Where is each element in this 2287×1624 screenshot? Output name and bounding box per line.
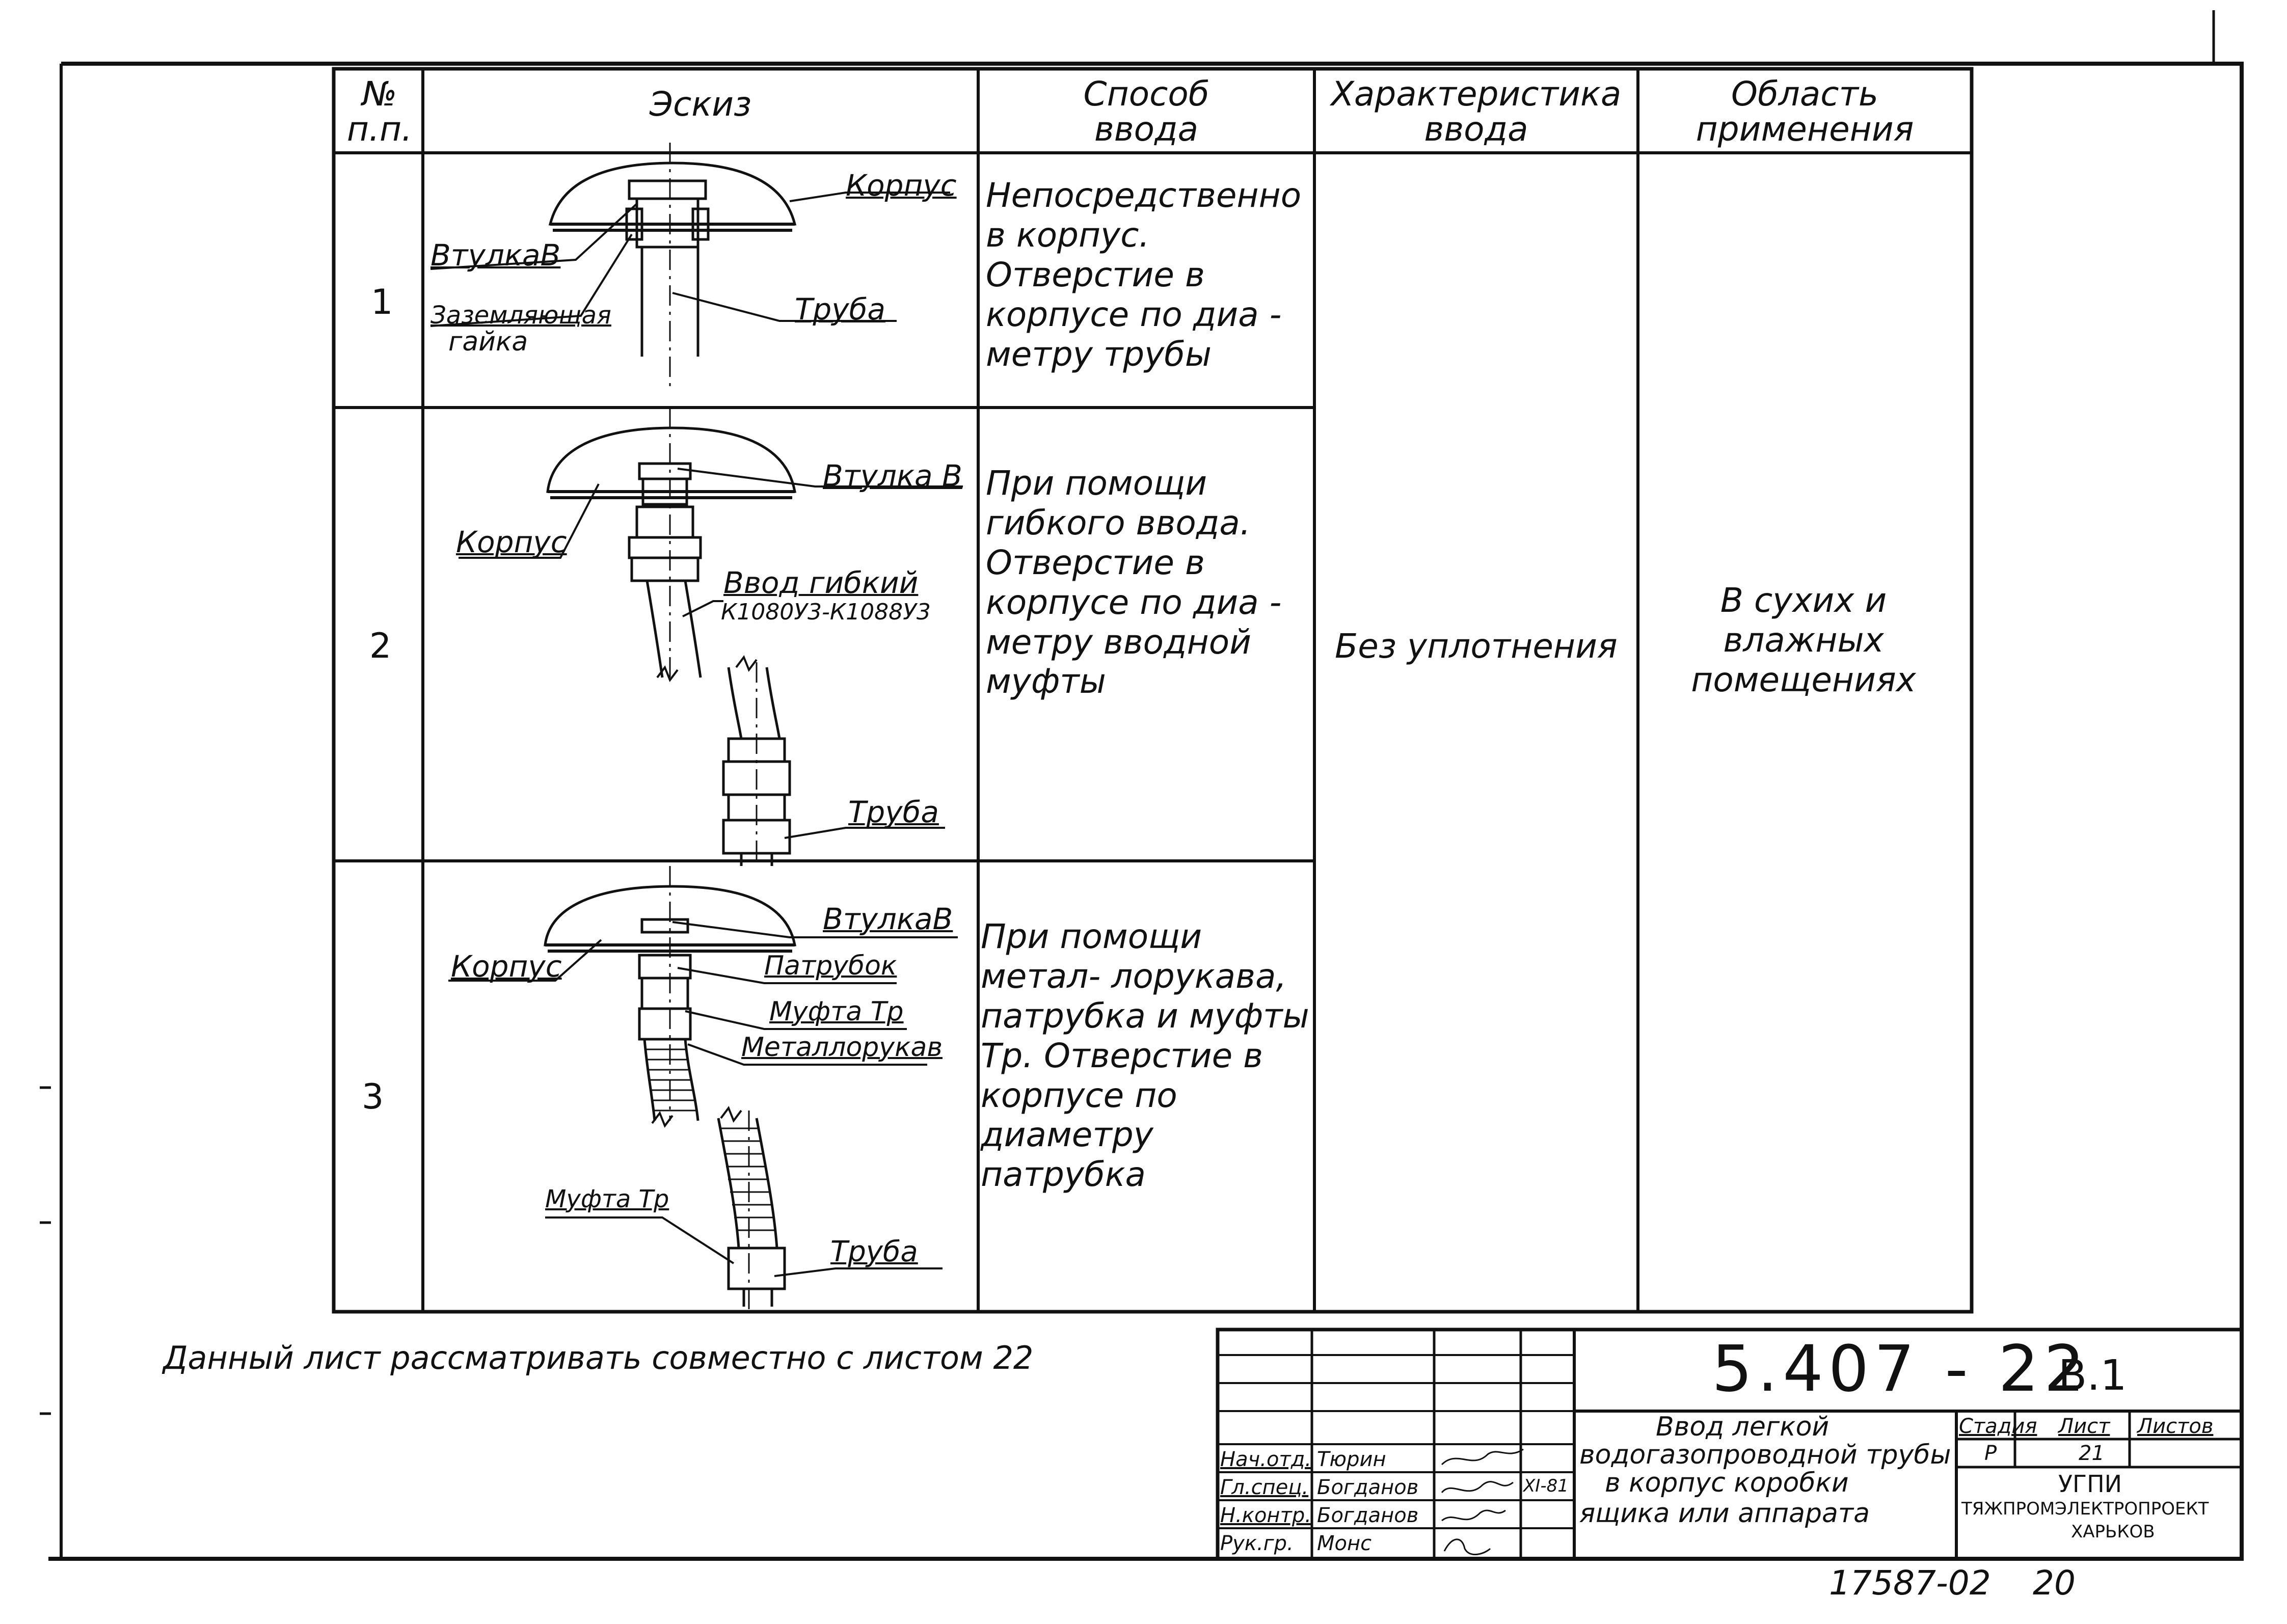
- row-3-label-coupling2: Муфта Тр: [545, 1185, 669, 1213]
- doc-issue: В.1: [2058, 1351, 2127, 1400]
- row-3-label-pipe: Труба: [830, 1235, 918, 1268]
- row-1-label-body: Корпус: [846, 168, 957, 203]
- staff-name-1: Тюрин: [1317, 1448, 1386, 1471]
- row-2-method: При помощи гибкого ввода. Отверстие в ко…: [986, 464, 1282, 701]
- staff-name-2: Богданов: [1317, 1476, 1419, 1499]
- staff-role-4: Рук.гр.: [1220, 1532, 1294, 1555]
- page-number: 20: [2033, 1563, 2076, 1603]
- header-num: № п.п.: [346, 74, 413, 149]
- staff-date-2: XI-81: [1523, 1476, 1569, 1496]
- title-line-3: в корпус коробки: [1605, 1468, 1849, 1498]
- row-3-method: При помощи метал- лорукава, патрубка и м…: [981, 917, 1309, 1195]
- sheet-header: Лист: [2058, 1415, 2110, 1438]
- header-area: Область применения: [1696, 74, 1914, 149]
- sheets-header: Листов: [2137, 1415, 2214, 1438]
- org-name-3: ХАРЬКОВ: [2071, 1522, 2155, 1542]
- staff-name-3: Богданов: [1317, 1504, 1419, 1527]
- row-1-label-nut2: гайка: [448, 327, 528, 357]
- row-2-label-flex: Ввод гибкий: [723, 565, 919, 600]
- header-characteristic: Характеристика ввода: [1331, 74, 1622, 149]
- characteristic-value: Без уплотнения: [1335, 627, 1618, 666]
- row-3-label-sleeve: ВтулкаВ: [823, 902, 953, 936]
- header-method: Способ ввода: [1083, 74, 1209, 149]
- row-3-number: 3: [362, 1077, 384, 1117]
- row-1-method: Непосредственно в корпус. Отверстие в ко…: [986, 176, 1302, 374]
- sheet-value: 21: [2079, 1442, 2105, 1465]
- row-2-label-sleeve: Втулка В: [823, 458, 962, 493]
- staff-name-4: Монс: [1317, 1532, 1372, 1555]
- row-1-number: 1: [371, 282, 393, 322]
- org-name-2: ТЯЖПРОМЭЛЕКТРОПРОЕКТ: [1961, 1499, 2209, 1519]
- stage-header: Стадия: [1959, 1415, 2037, 1438]
- stage-value: Р: [1984, 1442, 1997, 1465]
- row-2-label-body: Корпус: [456, 525, 567, 559]
- row-2-number: 2: [369, 626, 392, 666]
- doc-code: 5.407 - 22: [1712, 1332, 2090, 1406]
- row-1-label-nut: Заземляющая: [431, 301, 611, 330]
- org-name-1: УГПИ: [2058, 1470, 2122, 1498]
- row-3-label-coupling: Муфта Тр: [769, 996, 904, 1027]
- row-3-label-nozzle: Патрубок: [764, 951, 897, 981]
- row-3-label-body: Корпус: [451, 949, 562, 984]
- title-line-1: Ввод легкой: [1656, 1412, 1829, 1442]
- row-2-label-flex-code: К1080У3-К1088У3: [721, 599, 931, 625]
- staff-role-1: Нач.отд.: [1220, 1448, 1312, 1471]
- sheet-note: Данный лист рассматривать совместно с ли…: [163, 1339, 1034, 1376]
- staff-role-2: Гл.спец.: [1220, 1476, 1309, 1499]
- title-line-2: водогазопроводной трубы: [1579, 1440, 1951, 1470]
- header-sketch: Эскиз: [649, 85, 752, 124]
- row-1-label-pipe: Труба: [795, 292, 885, 327]
- row-3-label-hose: Металлорукав: [741, 1032, 943, 1063]
- staff-role-3: Н.контр.: [1220, 1504, 1311, 1527]
- title-line-4: ящика или аппарата: [1579, 1498, 1870, 1529]
- row-2-label-pipe: Труба: [848, 795, 939, 829]
- area-value: В сухих и влажных помещениях: [1691, 581, 1916, 699]
- row-1-label-sleeve: ВтулкаВ: [431, 238, 561, 273]
- footer-code: 17587-02: [1829, 1563, 1991, 1603]
